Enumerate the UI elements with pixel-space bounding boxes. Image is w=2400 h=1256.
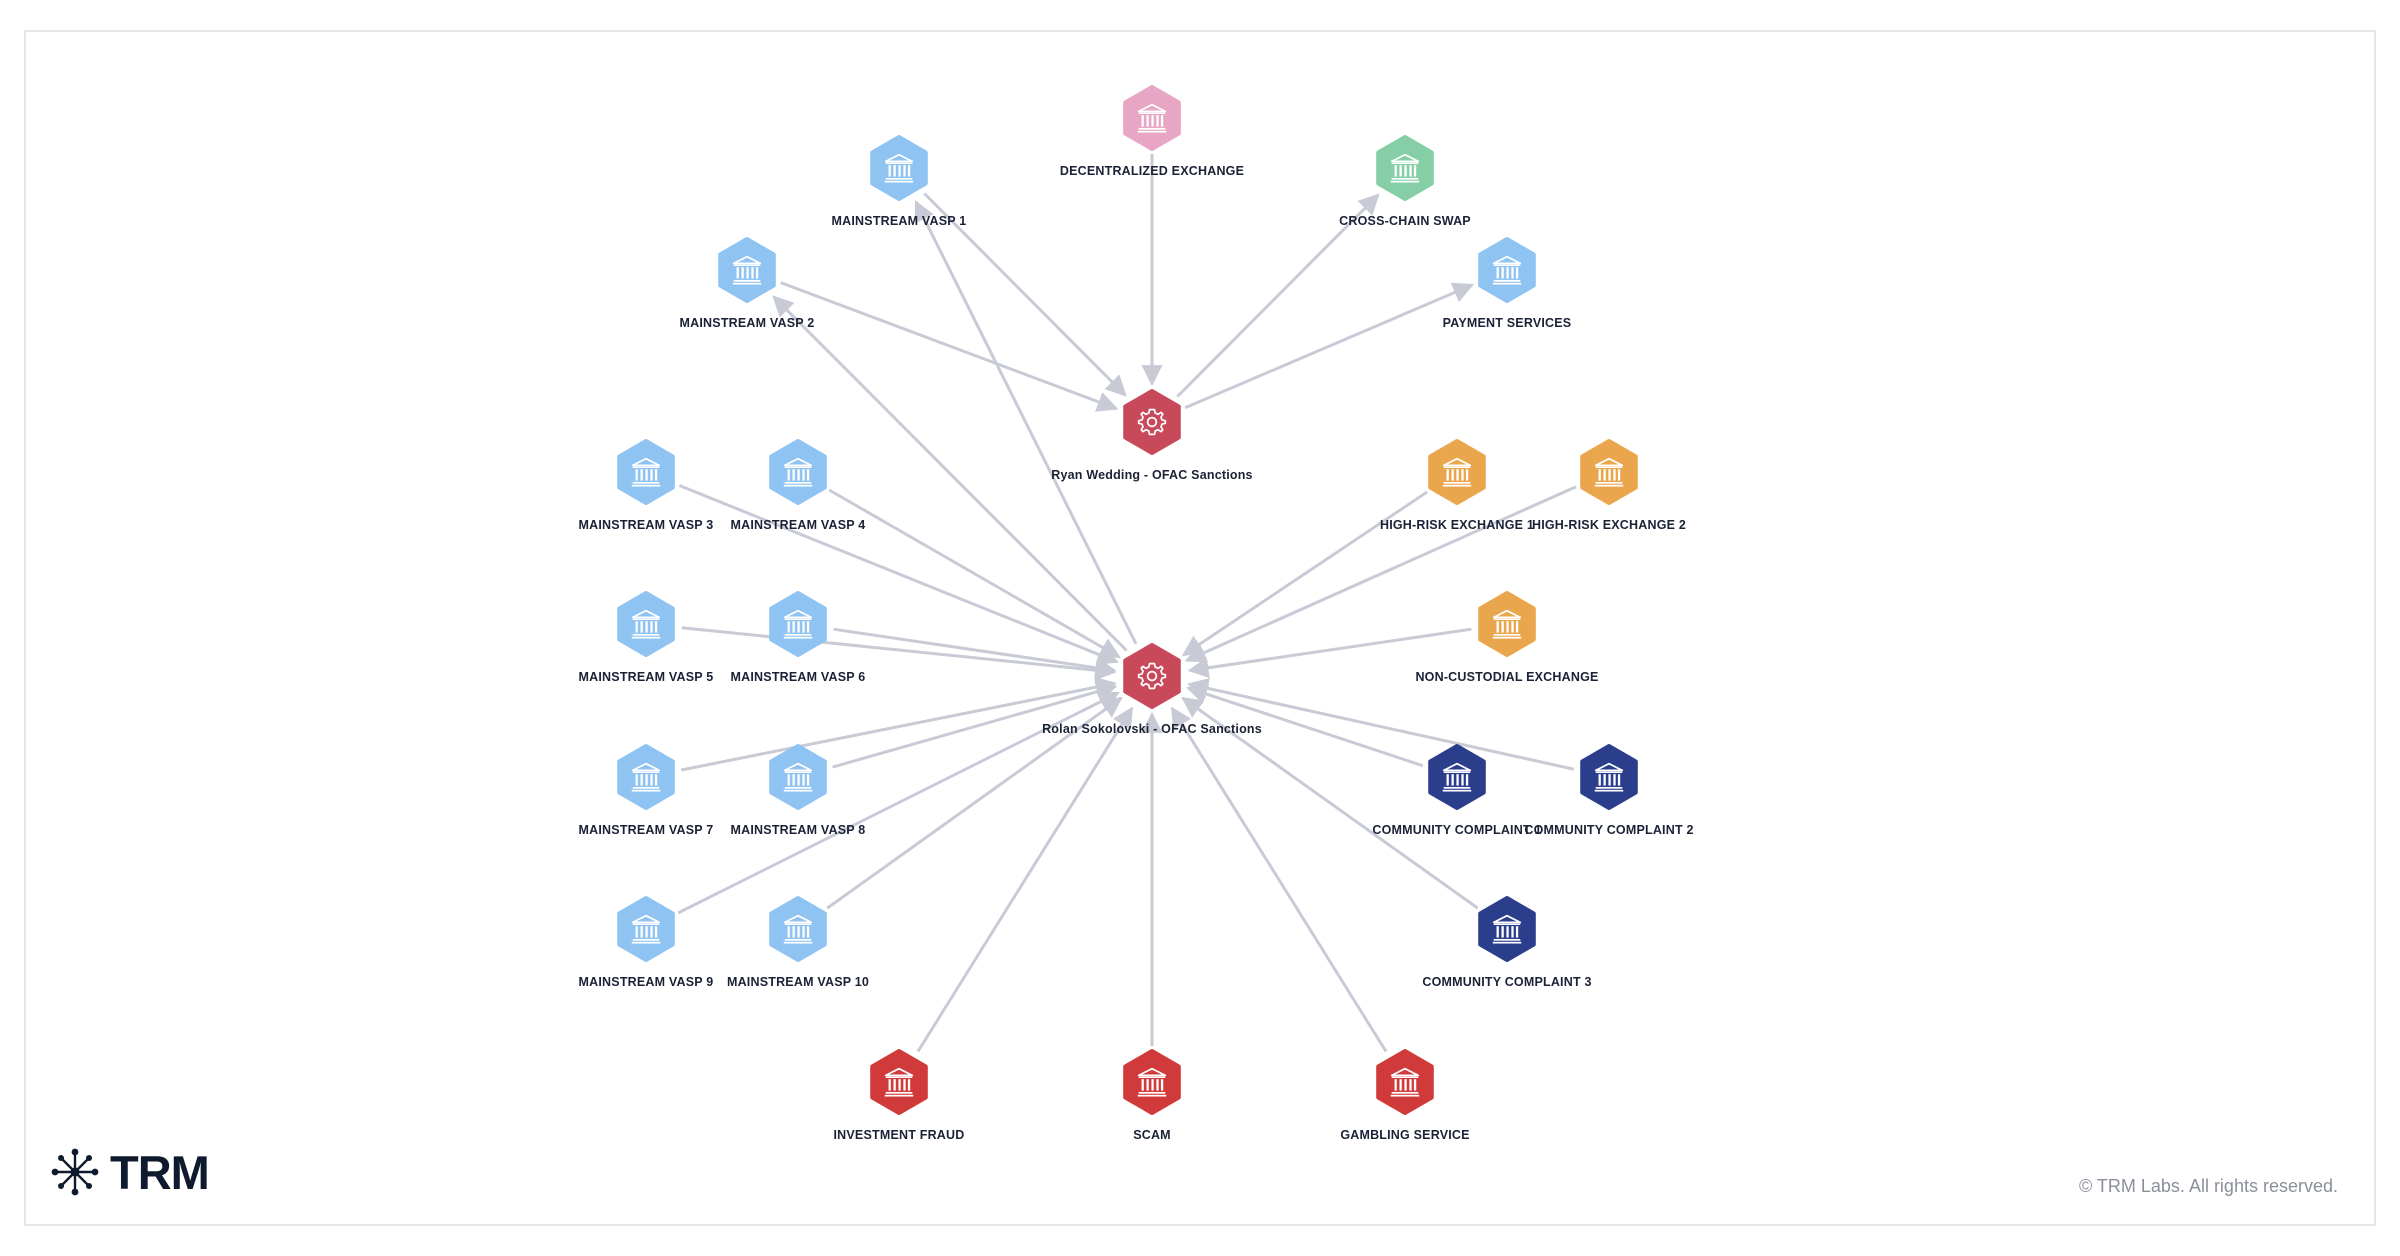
nodes-layer: DECENTRALIZED EXCHANGE MAINSTREAM VASP 1 C…: [579, 85, 1693, 1142]
node-label: Rolan Sokolovski - OFAC Sanctions: [1042, 722, 1262, 736]
edge-vasp6-to-rolan: [833, 627, 1117, 679]
edge-gambling-to-rolan: [1170, 706, 1388, 1053]
node-rolan[interactable]: Rolan Sokolovski - OFAC Sanctions: [1042, 643, 1262, 736]
edge-vasp8-to-rolan: [832, 681, 1118, 769]
logo-text: TRM: [110, 1145, 210, 1199]
node-dex[interactable]: DECENTRALIZED EXCHANGE: [1060, 85, 1244, 178]
node-swap[interactable]: CROSS-CHAIN SWAP: [1339, 135, 1471, 228]
node-vasp7[interactable]: MAINSTREAM VASP 7: [579, 744, 714, 837]
edge-noncust-to-rolan: [1187, 627, 1472, 679]
node-scam[interactable]: SCAM: [1123, 1049, 1181, 1142]
network-star-icon: [51, 1148, 99, 1196]
node-vasp3[interactable]: MAINSTREAM VASP 3: [579, 439, 714, 532]
node-label: MAINSTREAM VASP 10: [727, 975, 869, 989]
node-hexagon: [1123, 389, 1181, 455]
edge-rolan-to-vasp2: [772, 295, 1128, 652]
edge-ryan-to-payment: [1184, 282, 1475, 410]
diagram-frame: [24, 30, 2376, 1226]
edge-vasp9-to-rolan: [677, 691, 1120, 915]
node-fraud[interactable]: INVESTMENT FRAUD: [834, 1049, 965, 1142]
node-ryan[interactable]: Ryan Wedding - OFAC Sanctions: [1051, 389, 1253, 482]
node-hre1[interactable]: HIGH-RISK EXCHANGE 1: [1380, 439, 1534, 532]
node-vasp4[interactable]: MAINSTREAM VASP 4: [731, 439, 866, 532]
node-label: MAINSTREAM VASP 7: [579, 823, 714, 837]
node-vasp9[interactable]: MAINSTREAM VASP 9: [579, 896, 714, 989]
node-hexagon: [1123, 643, 1181, 709]
node-label: MAINSTREAM VASP 8: [731, 823, 866, 837]
node-label: Ryan Wedding - OFAC Sanctions: [1051, 468, 1252, 482]
node-cc1[interactable]: COMMUNITY COMPLAINT 1: [1372, 744, 1541, 837]
node-label: DECENTRALIZED EXCHANGE: [1060, 164, 1244, 178]
edge-hre1-to-rolan: [1181, 490, 1428, 657]
edge-vasp3-to-rolan: [678, 484, 1119, 665]
node-cc2[interactable]: COMMUNITY COMPLAINT 2: [1524, 744, 1693, 837]
node-label: INVESTMENT FRAUD: [834, 1128, 965, 1142]
node-label: MAINSTREAM VASP 3: [579, 518, 714, 532]
node-cc3[interactable]: COMMUNITY COMPLAINT 3: [1422, 896, 1591, 989]
edge-vasp10-to-rolan: [826, 696, 1123, 910]
edge-cc3-to-rolan: [1181, 696, 1479, 910]
edge-vasp2-to-ryan: [780, 281, 1119, 412]
edge-rolan-to-vasp1: [914, 200, 1138, 645]
node-label: MAINSTREAM VASP 1: [832, 214, 967, 228]
node-vasp8[interactable]: MAINSTREAM VASP 8: [731, 744, 866, 837]
edge-vasp4-to-rolan: [828, 488, 1121, 659]
node-vasp5[interactable]: MAINSTREAM VASP 5: [579, 591, 714, 684]
node-label: MAINSTREAM VASP 4: [731, 518, 866, 532]
node-vasp6[interactable]: MAINSTREAM VASP 6: [731, 591, 866, 684]
node-label: HIGH-RISK EXCHANGE 1: [1380, 518, 1534, 532]
edge-ryan-to-swap: [1176, 193, 1380, 398]
edge-cc2-to-rolan: [1187, 678, 1575, 771]
node-noncust[interactable]: NON-CUSTODIAL EXCHANGE: [1415, 591, 1598, 684]
copyright-notice: © TRM Labs. All rights reserved.: [2078, 1176, 2338, 1196]
edge-fraud-to-rolan: [916, 706, 1134, 1053]
trm-logo: TRM: [50, 1144, 210, 1200]
node-vasp10[interactable]: MAINSTREAM VASP 10: [727, 896, 869, 989]
node-label: CROSS-CHAIN SWAP: [1339, 214, 1471, 228]
node-hre2[interactable]: HIGH-RISK EXCHANGE 2: [1532, 439, 1686, 532]
edge-vasp1-to-ryan: [923, 192, 1127, 397]
node-gambling[interactable]: GAMBLING SERVICE: [1340, 1049, 1469, 1142]
node-label: COMMUNITY COMPLAINT 1: [1372, 823, 1541, 837]
node-label: PAYMENT SERVICES: [1443, 316, 1572, 330]
edges-layer: [677, 154, 1577, 1053]
node-label: MAINSTREAM VASP 6: [731, 670, 866, 684]
node-label: MAINSTREAM VASP 9: [579, 975, 714, 989]
node-label: COMMUNITY COMPLAINT 3: [1422, 975, 1591, 989]
node-label: NON-CUSTODIAL EXCHANGE: [1415, 670, 1598, 684]
edge-vasp5-to-rolan: [681, 626, 1117, 681]
edge-cc1-to-rolan: [1186, 683, 1424, 768]
node-vasp1[interactable]: MAINSTREAM VASP 1: [832, 135, 967, 228]
edge-hre2-to-rolan: [1184, 485, 1577, 663]
edge-vasp7-to-rolan: [681, 676, 1117, 772]
node-label: SCAM: [1133, 1128, 1171, 1142]
node-label: MAINSTREAM VASP 2: [680, 316, 815, 330]
node-payment[interactable]: PAYMENT SERVICES: [1443, 237, 1572, 330]
node-vasp2[interactable]: MAINSTREAM VASP 2: [680, 237, 815, 330]
node-label: GAMBLING SERVICE: [1340, 1128, 1469, 1142]
node-label: HIGH-RISK EXCHANGE 2: [1532, 518, 1686, 532]
node-label: MAINSTREAM VASP 5: [579, 670, 714, 684]
node-label: COMMUNITY COMPLAINT 2: [1524, 823, 1693, 837]
